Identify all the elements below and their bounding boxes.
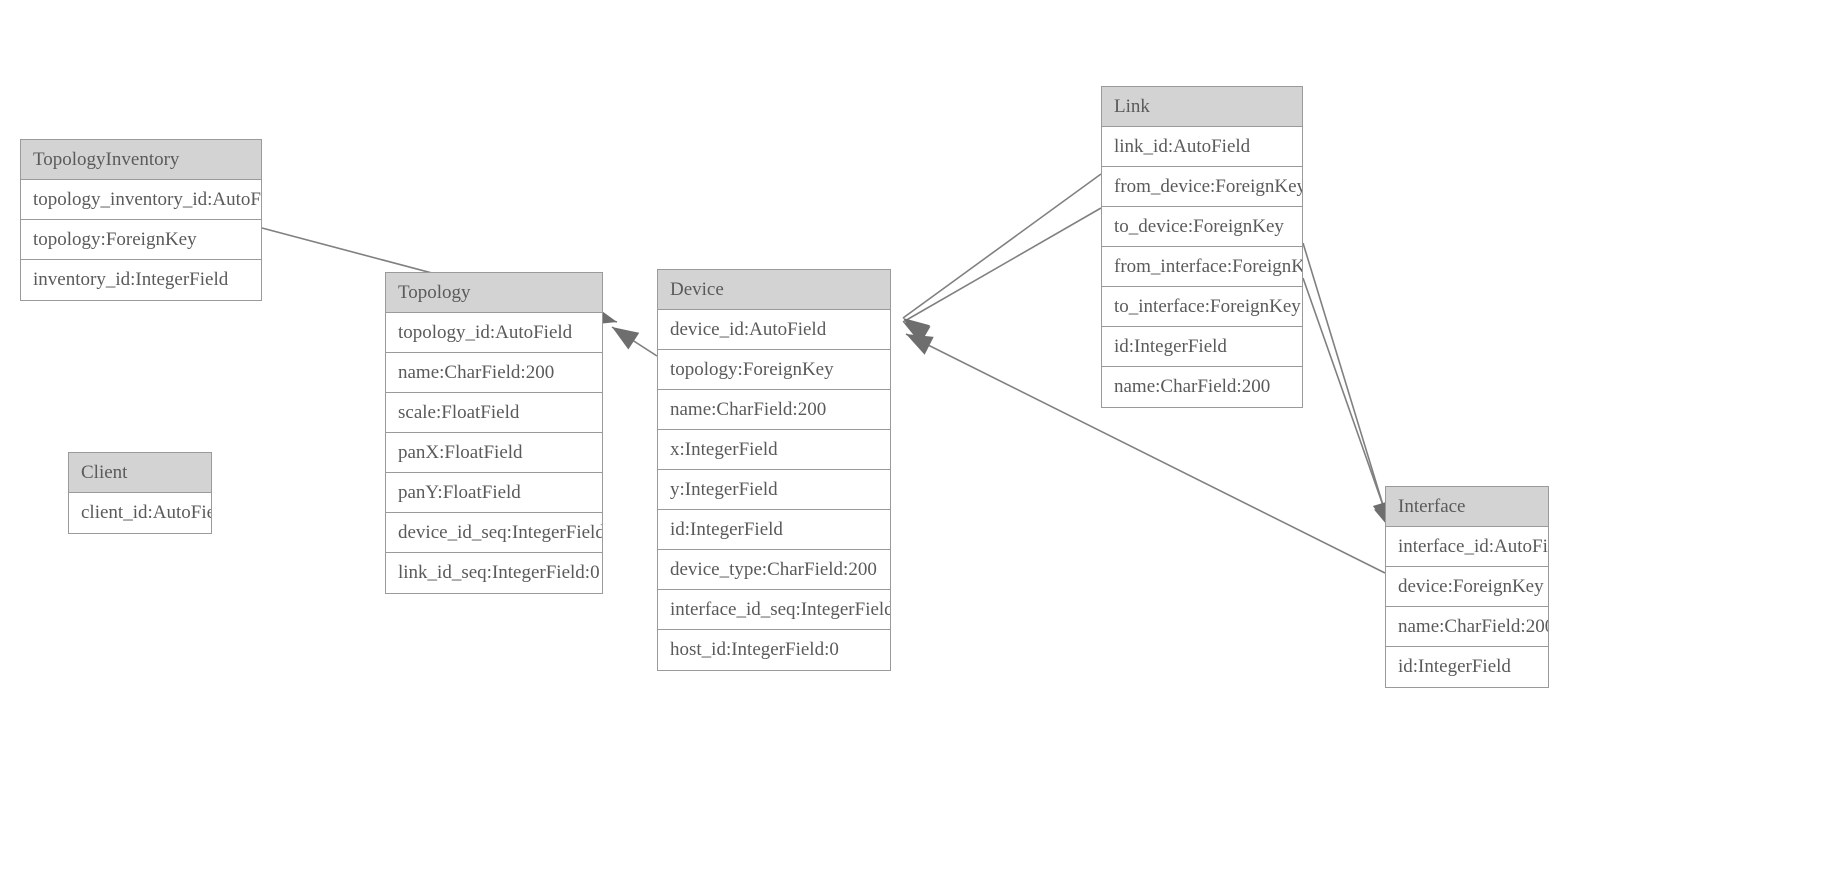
entity-field: name:CharField:200	[386, 353, 602, 393]
relationship-arrowhead-interface-device-device	[906, 334, 934, 355]
entity-interface[interactable]: Interfaceinterface_id:AutoFielddevice:Fo…	[1385, 486, 1549, 688]
relationship-line-link-todevice-device	[902, 207, 1102, 323]
entity-field: panY:FloatField	[386, 473, 602, 513]
entity-field: scale:FloatField	[386, 393, 602, 433]
entity-title-client: Client	[69, 453, 211, 493]
entity-title-device: Device	[658, 270, 890, 310]
entity-field: device_id:AutoField	[658, 310, 890, 350]
entity-field: device_type:CharField:200	[658, 550, 890, 590]
relationship-line-device-topology	[611, 326, 658, 357]
entity-field: to_interface:ForeignKey	[1102, 287, 1302, 327]
entity-title-interface: Interface	[1386, 487, 1548, 527]
relationship-line-link-frominterface-interface	[1302, 242, 1391, 529]
entity-title-link: Link	[1102, 87, 1302, 127]
entity-field: inventory_id:IntegerField	[21, 260, 261, 300]
entity-field: interface_id_seq:IntegerField:0	[658, 590, 890, 630]
relationship-arrowhead-link-fromdevice-device	[903, 318, 930, 342]
relationship-line-link-fromdevice-device	[902, 173, 1102, 319]
entity-title-topology: Topology	[386, 273, 602, 313]
entity-field: y:IntegerField	[658, 470, 890, 510]
entity-field: from_interface:ForeignKey	[1102, 247, 1302, 287]
entity-field: link_id_seq:IntegerField:0	[386, 553, 602, 593]
entity-field: name:CharField:200	[1102, 367, 1302, 407]
entity-field: client_id:AutoField	[69, 493, 211, 533]
relationship-arrowhead-link-todevice-device	[903, 322, 931, 344]
entity-field: id:IntegerField	[1386, 647, 1548, 687]
entity-field: from_device:ForeignKey	[1102, 167, 1302, 207]
entity-field: name:CharField:200	[658, 390, 890, 430]
entity-field: device:ForeignKey	[1386, 567, 1548, 607]
entity-field: device_id_seq:IntegerField:0	[386, 513, 602, 553]
entity-field: to_device:ForeignKey	[1102, 207, 1302, 247]
entity-title-topology_inventory: TopologyInventory	[21, 140, 261, 180]
entity-field: link_id:AutoField	[1102, 127, 1302, 167]
relationship-arrowhead-device-topology	[612, 327, 640, 350]
entity-field: id:IntegerField	[1102, 327, 1302, 367]
entity-field: id:IntegerField	[658, 510, 890, 550]
entity-field: x:IntegerField	[658, 430, 890, 470]
entity-field: host_id:IntegerField:0	[658, 630, 890, 670]
entity-field: panX:FloatField	[386, 433, 602, 473]
entity-field: interface_id:AutoField	[1386, 527, 1548, 567]
entity-field: topology_id:AutoField	[386, 313, 602, 353]
entity-field: topology_inventory_id:AutoField	[21, 180, 261, 220]
entity-field: topology:ForeignKey	[658, 350, 890, 390]
entity-field: topology:ForeignKey	[21, 220, 261, 260]
relationship-line-link-tointerface-interface	[1302, 277, 1393, 532]
entity-field: name:CharField:200	[1386, 607, 1548, 647]
